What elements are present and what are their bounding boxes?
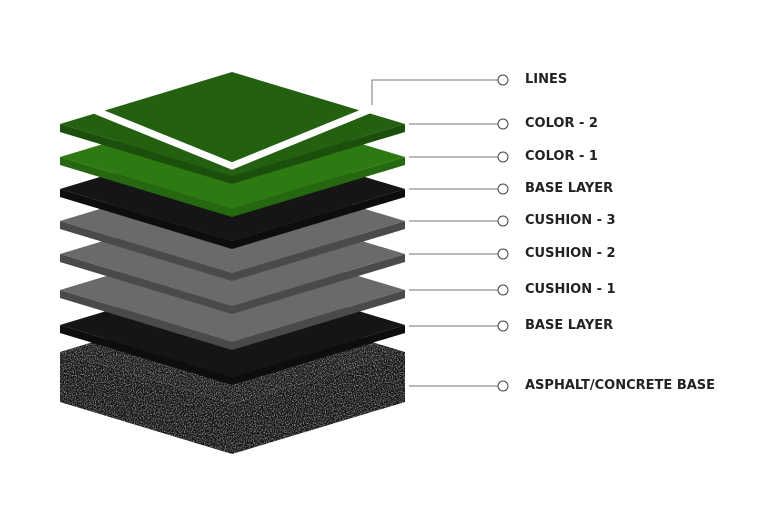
layer-label: CUSHION - 3 [525,213,616,228]
layer-label: BASE LAYER [525,318,614,333]
layer-asphalt-concrete-base-left-side [60,352,232,454]
layer-label: LINES [525,72,568,87]
layer-base-layer-left-side [60,189,232,249]
layer-label: CUSHION - 2 [525,246,616,261]
layer-base-layer-right-side [232,189,405,249]
leader-circle-icon [497,74,509,86]
leader-circle-icon [497,151,509,163]
layer-color-2-left-side [60,124,232,184]
court-line-marking [92,104,376,170]
layer-color-1-left-side [60,157,232,217]
leader-circle-icon [497,248,509,260]
leader-circle-icon [497,320,509,332]
layer-color-1-right-side [232,157,405,217]
layer-label: COLOR - 1 [525,149,598,164]
layer-base-layer-right-side [232,325,405,385]
leader-circle-icon [497,215,509,227]
layer-cushion-3-right-side [232,221,405,281]
leader-circle-icon [497,118,509,130]
layer-label: COLOR - 2 [525,116,598,131]
layer-cushion-3-left-side [60,221,232,281]
layer-label: BASE LAYER [525,181,614,196]
layer-color-2-right-side [232,124,405,184]
layer-cushion-1-right-side [232,290,405,350]
layer-cushion-2-right-side [232,254,405,314]
leader-circle-icon [497,380,509,392]
layer-asphalt-concrete-base-right-side [232,352,405,454]
leader-circle-icon [497,284,509,296]
layer-base-layer-left-side [60,325,232,385]
layer-color-2-top [60,72,405,176]
layer-cushion-1-left-side [60,290,232,350]
layer-cushion-2-left-side [60,254,232,314]
layer-label: CUSHION - 1 [525,282,616,297]
leader-circle-icon [497,183,509,195]
layer-label: ASPHALT/CONCRETE BASE [525,378,716,393]
leader-line [371,79,498,105]
